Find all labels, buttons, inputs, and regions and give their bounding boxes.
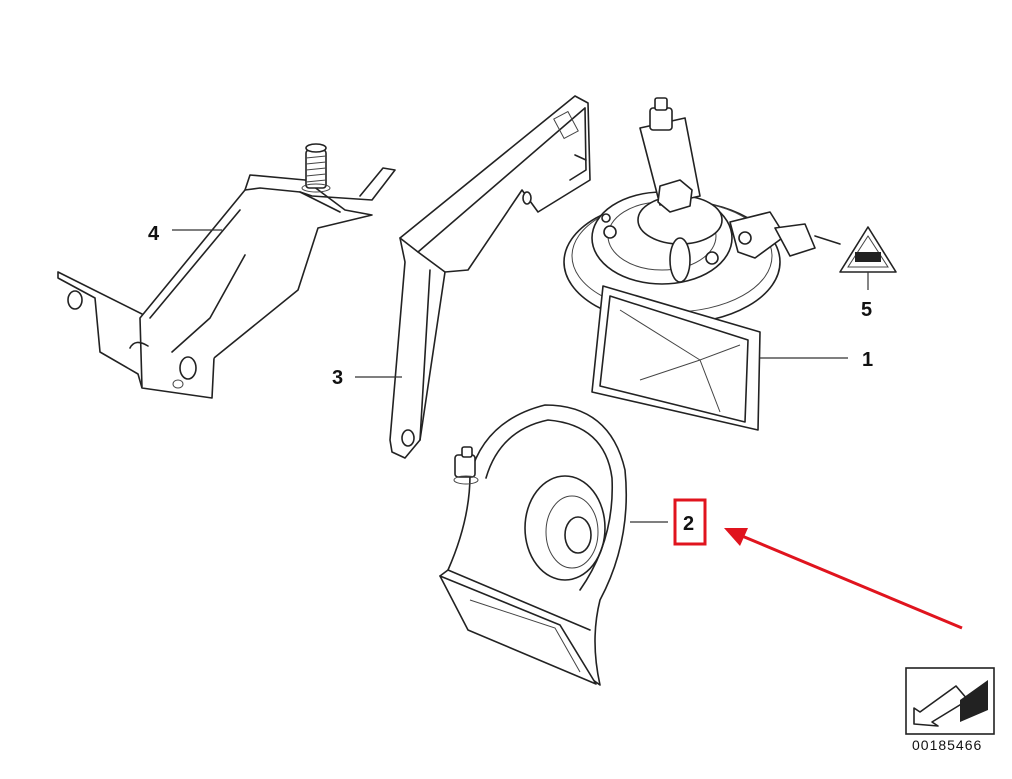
highlight-box xyxy=(673,498,707,546)
part-5-warning-triangle xyxy=(839,226,897,273)
part-label-4: 4 xyxy=(148,223,160,245)
highlight-arrow-head xyxy=(724,528,748,546)
part-1-horn xyxy=(563,97,841,431)
part-label-2: 2 xyxy=(683,513,694,535)
part-label-1: 1 xyxy=(862,349,873,371)
catalog-code: 00185466 xyxy=(912,737,982,753)
highlight-arrow xyxy=(741,534,963,630)
part-label-5: 5 xyxy=(861,299,872,321)
part-4-bracket xyxy=(57,143,396,399)
part-2-snail-horn xyxy=(439,404,628,686)
part-label-3: 3 xyxy=(332,367,343,389)
direction-arrow-icon xyxy=(913,685,969,727)
part-3-bracket xyxy=(389,95,591,459)
catalog-stamp: 00185466 xyxy=(905,667,995,753)
